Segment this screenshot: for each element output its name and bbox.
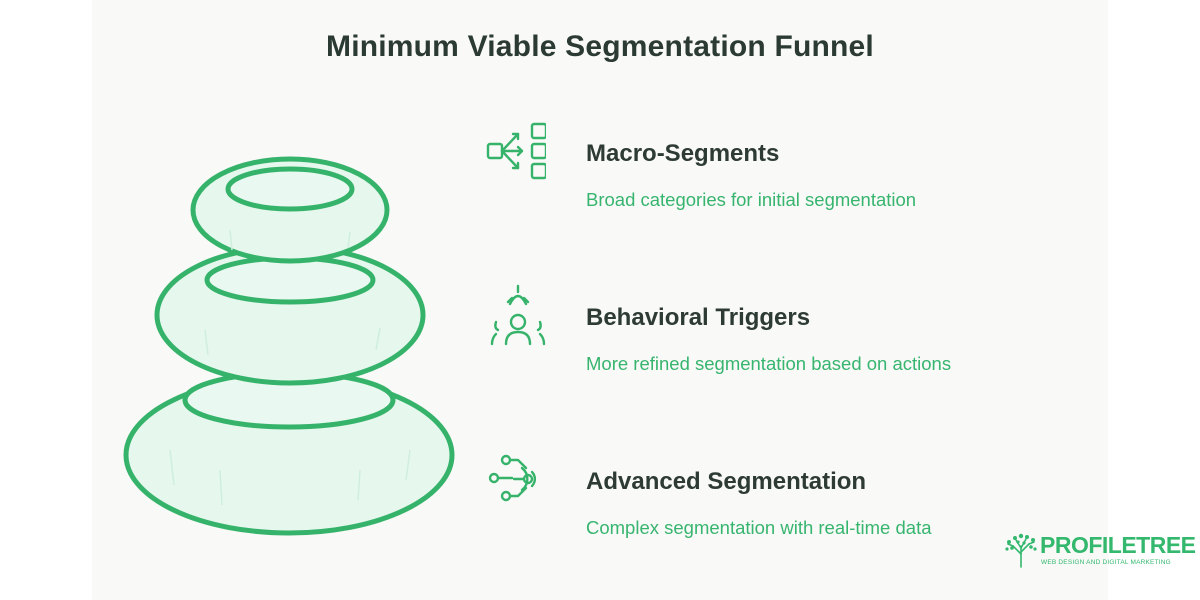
shading-strokes bbox=[169, 229, 411, 506]
person-trigger-icon bbox=[490, 284, 546, 346]
funnel-tier-bottom bbox=[123, 370, 455, 536]
item-title: Behavioral Triggers bbox=[586, 304, 811, 331]
brand-tagline: WEB DESIGN AND DIGITAL MARKETING bbox=[1041, 559, 1171, 566]
page-title: Minimum Viable Segmentation Funnel bbox=[326, 30, 874, 63]
item-title: Macro-Segments bbox=[586, 140, 780, 167]
item-description: Broad categories for initial segmentatio… bbox=[586, 189, 917, 210]
circuit-target-icon bbox=[488, 454, 537, 502]
funnel-tier-top bbox=[190, 156, 390, 264]
branching-blocks-icon bbox=[486, 122, 546, 180]
funnel-stack bbox=[123, 156, 455, 536]
item-description: Complex segmentation with real-time data bbox=[586, 517, 932, 538]
tree-icon bbox=[1005, 533, 1037, 568]
item-description: More refined segmentation based on actio… bbox=[586, 353, 952, 374]
brand-name: PROFILETREE bbox=[1040, 532, 1196, 558]
brand-logo: PROFILETREE WEB DESIGN AND DIGITAL MARKE… bbox=[1004, 530, 1196, 570]
funnel-tier-middle bbox=[154, 244, 426, 386]
item-title: Advanced Segmentation bbox=[586, 468, 867, 495]
